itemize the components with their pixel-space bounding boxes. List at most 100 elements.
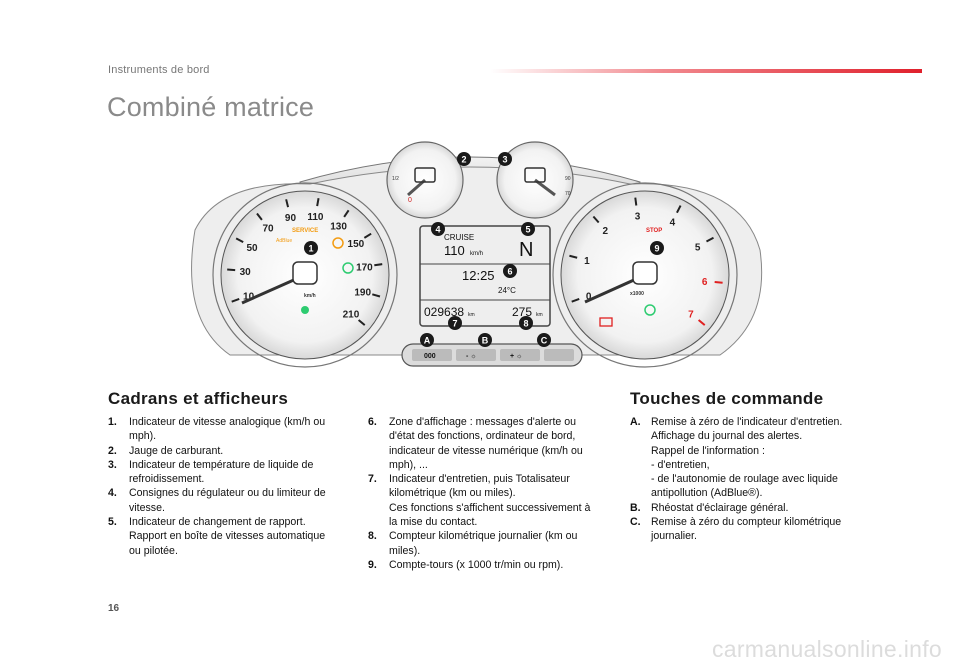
control-buttons: 000 - ☼ + ☼ [401, 343, 583, 367]
odometer-value: 029638 [424, 305, 464, 319]
temperature-gauge: 90 70 [496, 141, 574, 219]
item-text: Remise à zéro du compteur kilométrique [651, 516, 842, 529]
heading-cadrans: Cadrans et afficheurs [108, 389, 289, 408]
item-number: 9. [368, 558, 377, 571]
item-text: Remise à zéro de l'indicateur d'entretie… [651, 416, 843, 428]
item-text: vitesse. [129, 501, 165, 514]
dial-tick [697, 319, 706, 326]
dial-tick-label: 130 [330, 221, 347, 232]
dial-tick-label: 90 [285, 213, 297, 224]
list-item: B.Rhéostat d'éclairage général. [630, 501, 870, 515]
button-b[interactable] [456, 349, 496, 361]
dial-tick [714, 280, 723, 284]
item-text: Compte-tours (x 1000 tr/min ou rpm). [389, 558, 564, 571]
callout-marker [457, 152, 471, 166]
item-text: indicateur de vitesse numérique (km/h ou [389, 444, 583, 457]
dial-tick-label: 0 [586, 292, 592, 303]
button-c[interactable] [500, 349, 540, 361]
callout-marker [304, 241, 318, 255]
dial-tick [571, 298, 580, 303]
tacho-unit-label: x1000 [630, 291, 644, 297]
list-col3: A. Remise à zéro de l'indicateur d'entret… [630, 415, 870, 544]
list-item: C. Remise à zéro du compteur kilométrique… [630, 515, 870, 544]
watermark: carmanualsonline.info [711, 636, 942, 662]
item-number: 5. [108, 516, 117, 529]
dial-tick-label: 210 [343, 310, 360, 321]
list-item: 2. Jauge de carburant. [108, 444, 353, 458]
dial-tick [592, 215, 600, 224]
outside-temperature: 24°C [498, 286, 516, 295]
dial-tick [235, 237, 244, 244]
item-text: Indicateur d'entretien, puis Totalisateu… [389, 473, 570, 486]
battery-icon [599, 317, 613, 327]
item-text: Jauge de carburant. [129, 444, 224, 457]
item-text: Consignes du régulateur ou du limiteur d… [129, 487, 326, 500]
callout-marker [478, 333, 492, 347]
dial-tick [227, 268, 236, 272]
heading-touches: Touches de commande [630, 389, 824, 408]
callout-marker [498, 152, 512, 166]
item-text: d'état des fonctions, ordinateur de bord… [389, 430, 576, 443]
dial-tick-label: 3 [635, 211, 641, 222]
item-number: 1. [108, 416, 117, 428]
section-label: Instruments de bord [108, 64, 210, 76]
dial-tick [705, 236, 714, 243]
dial-tick-label: 190 [354, 288, 371, 299]
dial-tick-label: 150 [348, 239, 365, 250]
list-item: 1.Indicateur de vitesse analogique (km/h… [108, 415, 353, 444]
item-number: 7. [368, 473, 377, 486]
speed-unit-label: km/h [304, 293, 316, 299]
item-text: mph), ... [389, 458, 428, 471]
callout-marker [537, 333, 551, 347]
callout-marker [448, 316, 462, 330]
item-number: C. [630, 516, 641, 529]
callout-label: 4 [435, 225, 440, 235]
item-text: miles). [389, 544, 421, 557]
reset-trip-icon[interactable] [544, 349, 574, 361]
callout-marker [519, 316, 533, 330]
item-text: Indicateur de température de liquide de [129, 458, 314, 471]
list-item: 7. Indicateur d'entretien, puis Totalisat… [368, 472, 613, 529]
fuel-zero-label: 0 [408, 197, 412, 204]
item-number: 2. [108, 444, 117, 457]
button-a[interactable] [412, 349, 452, 361]
item-text: refroidissement. [129, 473, 205, 486]
item-number: A. [630, 416, 641, 428]
callout-label: 5 [525, 225, 530, 235]
dial-tick [256, 212, 263, 221]
callout-label: 7 [452, 319, 457, 329]
callout-label: C [541, 336, 548, 346]
fuel-half-label: 1/2 [392, 176, 399, 182]
display-speed-unit: km/h [470, 251, 483, 257]
item-text: mph). [129, 430, 157, 443]
item-text: Indicateur de changement de rapport. [129, 516, 306, 529]
temp-90-label: 90 [565, 176, 571, 182]
callout-label: 2 [461, 155, 466, 165]
item-number: 3. [108, 458, 117, 471]
list-col2: 6.Zone d'affichage : messages d'alerte o… [368, 415, 613, 572]
item-text: - de l'autonomie de roulage avec liquide [651, 473, 838, 486]
dial-tick-label: 4 [670, 218, 676, 229]
item-text: antipollution (AdBlue®). [651, 487, 763, 500]
display-speed: 110 [444, 243, 465, 258]
odometer-unit: km [468, 312, 475, 318]
item-number: 4. [108, 487, 117, 500]
callout-label: A [424, 336, 431, 346]
item-number: 8. [368, 530, 377, 543]
callout-marker [503, 264, 517, 278]
item-text: Affichage du journal des alertes. [651, 430, 803, 443]
clock-display: 12:25 [462, 268, 495, 283]
dial-tick-label: 30 [240, 267, 252, 278]
eco-icon [644, 304, 656, 316]
trip-unit: km [536, 312, 543, 318]
callout-marker [420, 333, 434, 347]
dial-tick-label: 1 [584, 256, 590, 267]
item-text: Compteur kilométrique journalier (km ou [389, 530, 578, 543]
gear-indicator: N [519, 239, 533, 261]
item-text: kilométrique (km ou miles). [389, 487, 516, 500]
trip-value: 275 [512, 305, 532, 319]
